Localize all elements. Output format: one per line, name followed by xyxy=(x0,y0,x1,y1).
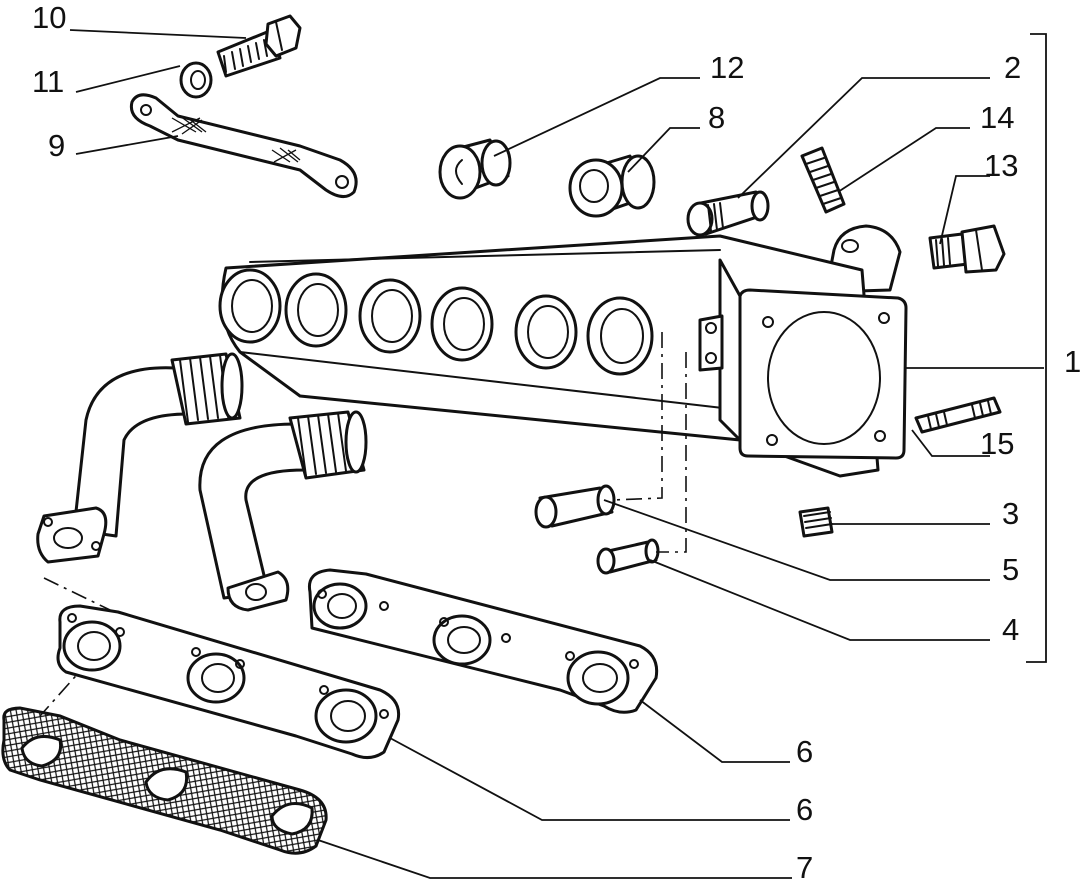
part-13-sensor xyxy=(928,224,1006,274)
callout-5: 5 xyxy=(1002,552,1019,587)
callout-2: 2 xyxy=(1004,50,1021,85)
callout-4: 4 xyxy=(1002,612,1019,647)
part-6-flange-upper xyxy=(307,568,659,714)
part-12-plug xyxy=(438,138,512,200)
callout-7: 7 xyxy=(796,850,813,881)
assembly-bracket xyxy=(1026,33,1047,663)
part-2-fitting xyxy=(686,190,770,237)
part-5-dowel xyxy=(534,484,616,529)
callout-13: 13 xyxy=(984,148,1018,183)
callout-6-lower: 6 xyxy=(796,792,813,827)
part-3-plug xyxy=(798,506,834,538)
part-4-dowel xyxy=(596,538,660,575)
part-10-bolt xyxy=(216,14,302,78)
part-15-stud xyxy=(914,396,1002,434)
callout-3: 3 xyxy=(1002,496,1019,531)
callout-14: 14 xyxy=(980,100,1014,135)
callout-labels: 10 11 9 12 8 2 14 13 1 15 3 5 4 6 6 7 xyxy=(32,0,1080,881)
exhaust-pipe-center xyxy=(198,410,368,612)
part-7-gasket xyxy=(1,706,328,855)
leader-lines xyxy=(69,29,1044,879)
part-6-flange-lower xyxy=(56,604,401,759)
callout-8: 8 xyxy=(708,100,725,135)
callout-6-upper: 6 xyxy=(796,734,813,769)
part-1-manifold xyxy=(218,224,908,478)
exhaust-pipe-left xyxy=(36,352,244,564)
callout-10: 10 xyxy=(32,0,66,35)
part-9-bracket xyxy=(129,93,358,198)
callout-9: 9 xyxy=(48,128,65,163)
callout-1: 1 xyxy=(1064,344,1080,379)
callout-15: 15 xyxy=(980,426,1014,461)
callout-11: 11 xyxy=(32,64,64,99)
callout-12: 12 xyxy=(710,50,744,85)
part-8-sleeve xyxy=(568,154,656,218)
part-11-washer xyxy=(179,61,213,99)
part-14-stud xyxy=(800,146,846,214)
assembly-lines xyxy=(39,332,687,717)
